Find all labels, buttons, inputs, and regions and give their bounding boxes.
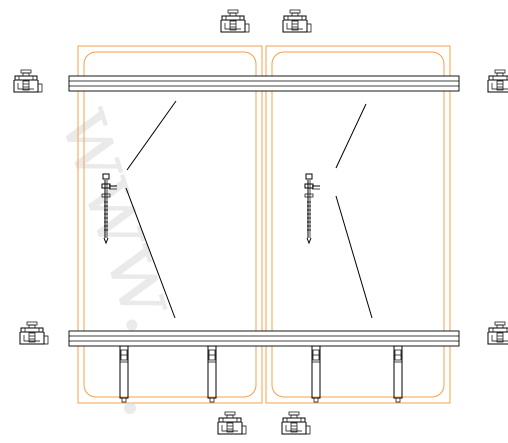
side-clamp-icon <box>487 69 508 93</box>
glass-reflections <box>125 100 373 319</box>
top-rail <box>68 75 460 92</box>
panel-right-inner <box>271 51 445 398</box>
panel-left <box>77 45 263 404</box>
side-clamp-icon <box>487 321 508 345</box>
watermark-dot <box>124 402 136 414</box>
rail-bracket-icon <box>393 345 403 403</box>
bottom-rail <box>68 330 460 347</box>
bottom-clamp-icon <box>281 411 311 435</box>
rail-bracket-icon <box>207 345 217 403</box>
watermark: www. <box>41 94 206 345</box>
panel-left-outer <box>77 45 263 404</box>
bottom-clamp-icon <box>217 411 247 435</box>
top-clamp-icon <box>220 9 250 33</box>
side-clamp-icon <box>19 321 49 345</box>
panel-left-inner <box>83 51 257 398</box>
side-clamp-icon <box>13 69 43 93</box>
panel-right <box>265 45 451 404</box>
watermark-text: www. <box>41 94 206 345</box>
panel-right-outer <box>265 45 451 404</box>
top-clamp-icon <box>282 9 312 33</box>
mounting-bolt-icon <box>304 173 321 244</box>
rail-bracket-icon <box>311 345 321 403</box>
rail-bracket-icon <box>119 345 129 403</box>
